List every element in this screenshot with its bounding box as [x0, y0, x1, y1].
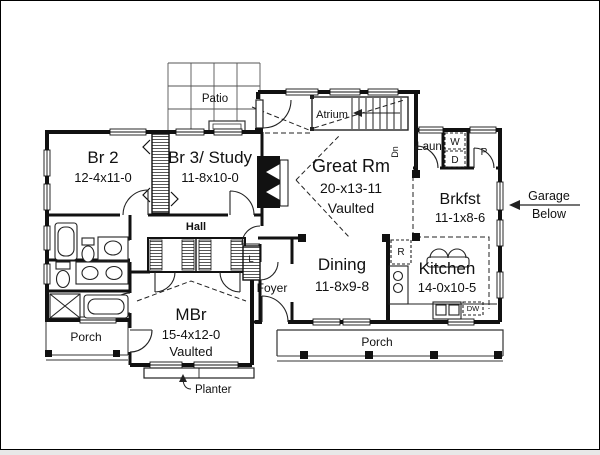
room-note-great-rm: Vaulted: [328, 200, 374, 216]
toilet-bowl-2: [55, 269, 71, 289]
toilet-tank-2: [55, 261, 71, 270]
bath-fixtures: [49, 222, 129, 319]
room-label-br2: Br 2: [87, 148, 118, 167]
dishwasher-label: DW: [467, 304, 480, 313]
stair-down-label: Dn: [390, 146, 400, 158]
room-label-hall: Hall: [186, 221, 206, 233]
laundry-fixtures: [444, 132, 466, 168]
br2-closet: [142, 133, 179, 214]
room-label-porch-left: Porch: [70, 330, 101, 344]
room-note-mbr: Vaulted: [169, 344, 212, 359]
cooktop-burners: [429, 248, 467, 259]
room-label-kitchen: Kitchen: [419, 259, 476, 278]
room-label-brkfst: Brkfst: [440, 191, 481, 208]
range: [432, 301, 462, 320]
garage-arrow: [509, 200, 520, 210]
room-label-atrium: Atrium: [316, 109, 348, 121]
planter-label: Planter: [195, 384, 232, 396]
room-dims-great-rm: 20-x13-11: [320, 180, 382, 196]
garage-label-line1: Garage: [528, 189, 570, 203]
room-dims-kitchen: 14-0x10-5: [418, 280, 477, 295]
room-label-dining: Dining: [318, 255, 366, 274]
vault-dashed-lines: [136, 99, 490, 309]
room-label-foyer: Foyer: [257, 281, 288, 295]
left-porch: [45, 322, 129, 361]
dishwasher-box: [462, 301, 484, 316]
dryer-label: D: [451, 155, 458, 166]
fireplace: [257, 156, 289, 208]
mbr-closet-bank: [147, 237, 246, 273]
washer-label: W: [450, 137, 460, 148]
toilet-bowl: [81, 245, 95, 263]
room-label-porch-front: Porch: [361, 335, 392, 349]
room-label-br3: Br 3/ Study: [168, 148, 253, 167]
patio-area: [167, 62, 261, 132]
sink: [103, 240, 123, 256]
linen-label: L: [248, 254, 253, 265]
dryer-box: [444, 150, 466, 168]
pantry-label: P: [481, 147, 488, 158]
shower: [49, 293, 81, 319]
room-dims-br3: 11-8x10-0: [181, 170, 239, 185]
room-label-mbr: MBr: [175, 305, 207, 324]
kitchen-sink: [392, 282, 404, 294]
room-label-patio: Patio: [202, 93, 228, 105]
windows: [43, 88, 504, 369]
room-label-laun: Laun: [416, 141, 442, 153]
kitchen-sink: [392, 270, 404, 282]
stair-direction-arrow: [353, 109, 362, 117]
washer-box: [444, 132, 466, 150]
room-dims-dining: 11-8x9-8: [315, 278, 369, 294]
garage-annotation: [509, 200, 580, 210]
refrigerator: [390, 239, 412, 265]
room-dims-mbr: 15-4x12-0: [162, 327, 221, 342]
planter: [143, 367, 255, 390]
sink-2: [81, 265, 99, 281]
refrigerator-label: R: [397, 247, 404, 258]
sink-3: [105, 265, 123, 281]
garage-label-line2: Below: [532, 207, 567, 221]
toilet-tank: [81, 237, 95, 246]
kitchen-fixtures: [388, 239, 497, 320]
wall-posts: [298, 170, 420, 242]
room-dims-brkfst: 11-1x8-6: [435, 210, 485, 225]
room-label-great-rm: Great Rm: [312, 156, 390, 176]
atrium-stair: [310, 95, 409, 131]
front-porch: [276, 329, 504, 362]
room-dims-br2: 12-4x11-0: [74, 170, 132, 185]
